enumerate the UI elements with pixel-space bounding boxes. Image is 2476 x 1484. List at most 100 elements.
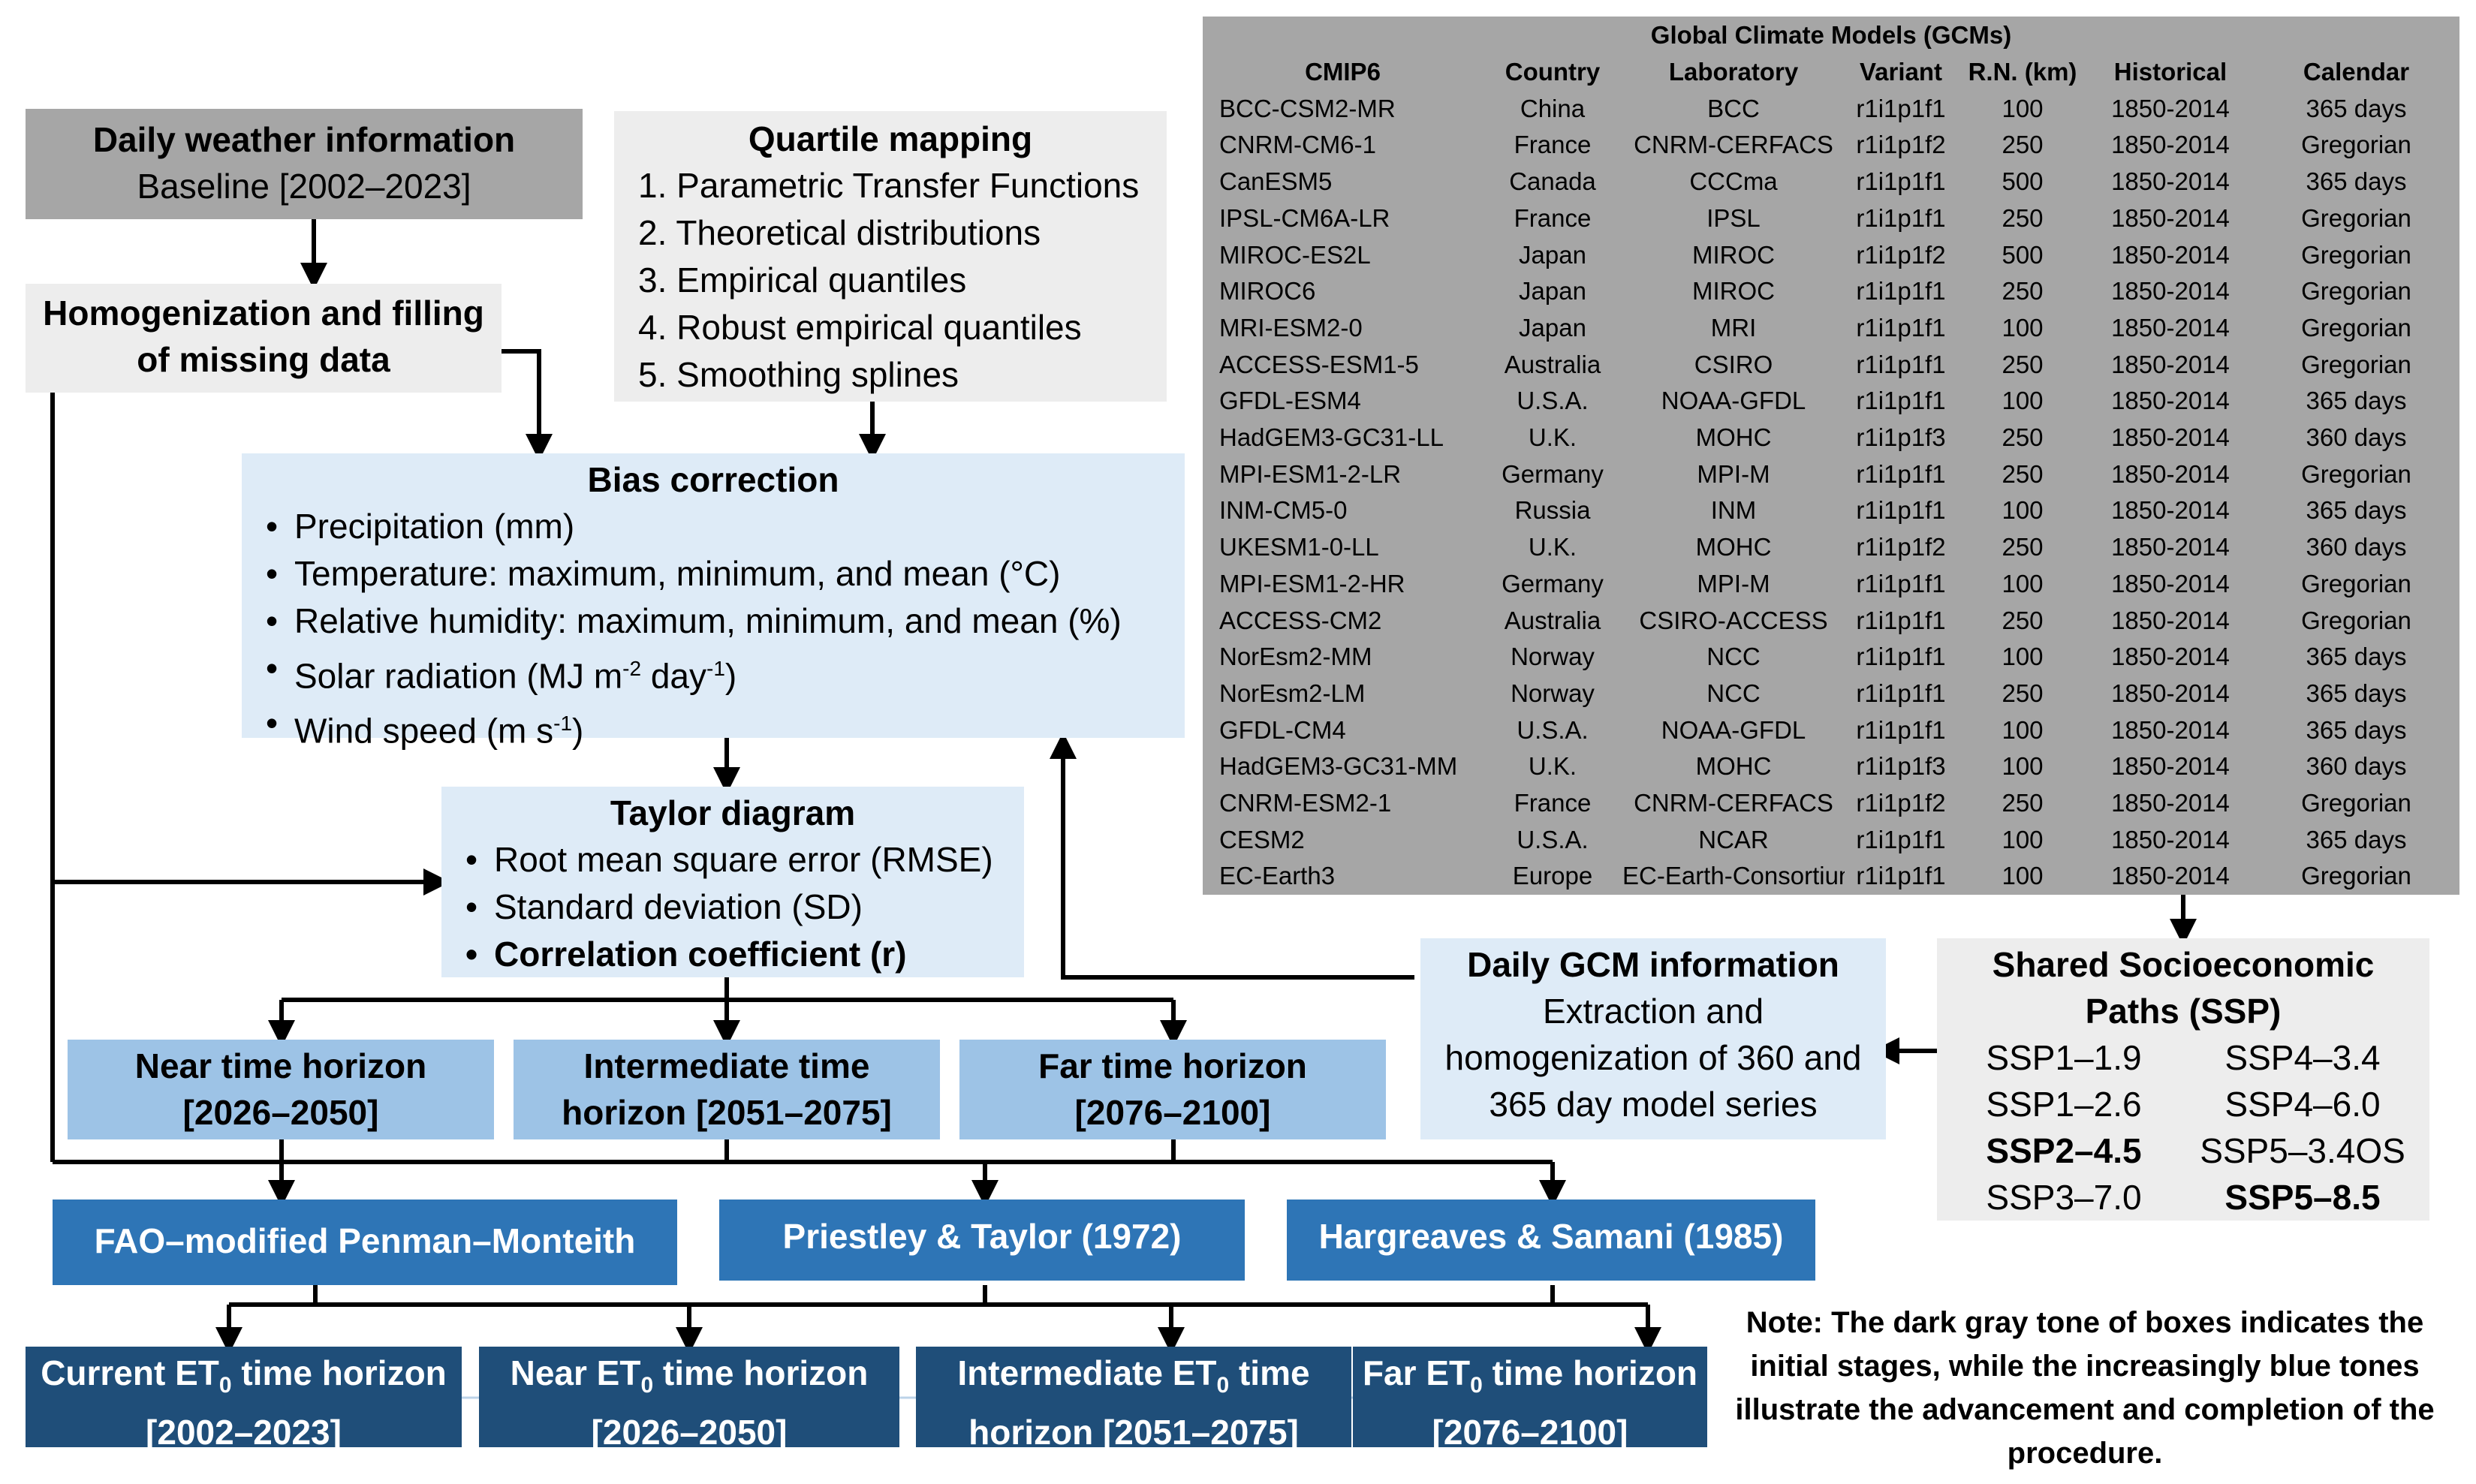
gcm-table-cell: r1i1p1f3 bbox=[1856, 423, 1946, 452]
gcm-table-cell: CNRM-CM6-1 bbox=[1219, 131, 1376, 159]
gcm-table-cell: MRI-ESM2-0 bbox=[1219, 313, 1363, 342]
gcm-table-cell: IPSL-CM6A-LR bbox=[1219, 203, 1390, 232]
gcm-table-cell: GFDL-ESM4 bbox=[1219, 387, 1361, 415]
gcm-table-cell: 1850-2014 bbox=[2111, 459, 2230, 488]
gcm-table-cell: 100 bbox=[2002, 569, 2044, 598]
gcm-table-cell: Gregorian bbox=[2301, 789, 2411, 817]
gcm-table-cell: Gregorian bbox=[2301, 350, 2411, 378]
gcm-table-cell: MPI-M bbox=[1697, 569, 1770, 598]
gcm-table-cell: HadGEM3-GC31-LL bbox=[1219, 423, 1444, 452]
gcm-table-cell: 1850-2014 bbox=[2111, 789, 2230, 817]
gcm-table-cell: 250 bbox=[2002, 423, 2044, 452]
ssp-item: SSP1–1.9 bbox=[1986, 1038, 2142, 1077]
taylor-item: Standard deviation (SD) bbox=[459, 883, 1024, 931]
quartile-item: 5. Smoothing splines bbox=[638, 355, 959, 394]
gcm-table-cell: ACCESS-ESM1-5 bbox=[1219, 350, 1419, 378]
gcm-table-cell: 1850-2014 bbox=[2111, 277, 2230, 306]
gcm-table-cell: 1850-2014 bbox=[2111, 203, 2230, 232]
quartile-mapping-box: Quartile mapping 1. Parametric Transfer … bbox=[614, 111, 1167, 402]
gcm-table-cell: Gregorian bbox=[2301, 203, 2411, 232]
gcm-table-cell: MIROC-ES2L bbox=[1219, 240, 1371, 269]
gcm-table-cell: France bbox=[1514, 203, 1592, 232]
homogenization-box: Homogenization and filling of missing da… bbox=[26, 284, 502, 393]
gcm-table-cell: r1i1p1f1 bbox=[1856, 715, 1946, 744]
gcm-table-cell: r1i1p1f1 bbox=[1856, 496, 1946, 525]
gcm-table-cell: CNRM-ESM2-1 bbox=[1219, 789, 1392, 817]
gcm-table-cell: MPI-ESM1-2-LR bbox=[1219, 459, 1402, 488]
daily-weather-box: Daily weather information Baseline [2002… bbox=[26, 109, 583, 219]
gcm-table-cell: 1850-2014 bbox=[2111, 167, 2230, 196]
gcm-table-cell: 1850-2014 bbox=[2111, 606, 2230, 634]
gcm-table-cell: MPI-ESM1-2-HR bbox=[1219, 569, 1405, 598]
ssp-item: SSP3–7.0 bbox=[1986, 1178, 2142, 1217]
ssp-item: SSP2–4.5 bbox=[1986, 1131, 2142, 1170]
gcm-table-cell: Norway bbox=[1511, 679, 1595, 707]
gcm-table-cell: 100 bbox=[2002, 862, 2044, 890]
gcm-table-cell: r1i1p1f1 bbox=[1856, 203, 1946, 232]
gcm-table-cell: 100 bbox=[2002, 643, 2044, 671]
gcm-table-cell: INM bbox=[1710, 496, 1757, 525]
gcm-table-cell: r1i1p1f1 bbox=[1856, 643, 1946, 671]
gcm-table-cell: NOAA-GFDL bbox=[1661, 715, 1806, 744]
gcm-table-cell: EC-Earth3 bbox=[1219, 862, 1336, 890]
gcm-table-cell: NorEsm2-MM bbox=[1219, 643, 1372, 671]
gcm-table-cell: 100 bbox=[2002, 387, 2044, 415]
daily-weather-subtitle: Baseline [2002–2023] bbox=[137, 167, 471, 206]
gcm-table-cell: NCAR bbox=[1698, 825, 1769, 853]
gcm-table-cell: 365 days bbox=[2306, 94, 2407, 122]
gcm-table-cell: r1i1p1f1 bbox=[1856, 459, 1946, 488]
ssp-title-line1: Shared Socioeconomic bbox=[1992, 945, 2375, 984]
gcm-table-cell: MOHC bbox=[1695, 423, 1772, 452]
ssp-item: SSP1–2.6 bbox=[1986, 1085, 2142, 1124]
gcm-table-cell: BCC-CSM2-MR bbox=[1219, 94, 1396, 122]
gcm-table-cell: NCC bbox=[1706, 679, 1761, 707]
gcm-table-cell: 1850-2014 bbox=[2111, 496, 2230, 525]
quartile-item: 1. Parametric Transfer Functions bbox=[638, 166, 1140, 205]
gcm-table-cell: 1850-2014 bbox=[2111, 387, 2230, 415]
gcm-table-cell: r1i1p1f1 bbox=[1856, 350, 1946, 378]
note-text: Note: The dark gray tone of boxes indica… bbox=[1735, 1306, 2435, 1470]
gcm-table-cell: 1850-2014 bbox=[2111, 679, 2230, 707]
gcm-table-cell: NorEsm2-LM bbox=[1219, 679, 1366, 707]
gcm-table-cell: UKESM1-0-LL bbox=[1219, 533, 1379, 561]
daily-gcm-title: Daily GCM information bbox=[1467, 945, 1839, 984]
gcm-table-cell: 100 bbox=[2002, 825, 2044, 853]
gcm-table-cell: r1i1p1f1 bbox=[1856, 862, 1946, 890]
gcm-table-cell: r1i1p1f1 bbox=[1856, 313, 1946, 342]
gcm-header-cell: Variant bbox=[1859, 58, 1943, 86]
gcm-table-cell: 360 days bbox=[2306, 533, 2407, 561]
gcm-table-cell: Germany bbox=[1502, 459, 1604, 488]
gcm-table-cell: Germany bbox=[1502, 569, 1604, 598]
gcm-table-cell: 1850-2014 bbox=[2111, 569, 2230, 598]
gcm-table-cell: MOHC bbox=[1695, 533, 1772, 561]
gcm-table-cell: 250 bbox=[2002, 350, 2044, 378]
gcm-table-cell: U.K. bbox=[1528, 752, 1577, 781]
gcm-table-cell: 250 bbox=[2002, 459, 2044, 488]
gcm-table-cell: EC-Earth-Consortium bbox=[1622, 862, 1845, 890]
gcm-table-cell: 365 days bbox=[2306, 496, 2407, 525]
gcm-table-cell: 1850-2014 bbox=[2111, 715, 2230, 744]
gcm-table-cell: NCC bbox=[1706, 643, 1761, 671]
gcm-table-cell: 365 days bbox=[2306, 715, 2407, 744]
gcm-header-cell: R.N. (km) bbox=[1968, 58, 2077, 86]
ssp-item: SSP4–6.0 bbox=[2224, 1085, 2381, 1124]
gcm-table-cell: Gregorian bbox=[2301, 313, 2411, 342]
gcm-table-cell: Gregorian bbox=[2301, 459, 2411, 488]
ssp-item: SSP5–8.5 bbox=[2224, 1178, 2381, 1217]
gcm-table-cell: MIROC bbox=[1692, 277, 1775, 306]
gcm-header-cell: CMIP6 bbox=[1305, 58, 1381, 86]
gcm-table-cell: r1i1p1f2 bbox=[1856, 789, 1946, 817]
gcm-table-cell: 250 bbox=[2002, 679, 2044, 707]
gcm-table-cell: Canada bbox=[1509, 167, 1596, 196]
ssp-list: SSP1–1.9 SSP4–3.4 SSP1–2.6 SSP4–6.0 SSP2… bbox=[1952, 1034, 2414, 1221]
gcm-table-cell: CNRM-CERFACS bbox=[1634, 789, 1833, 817]
